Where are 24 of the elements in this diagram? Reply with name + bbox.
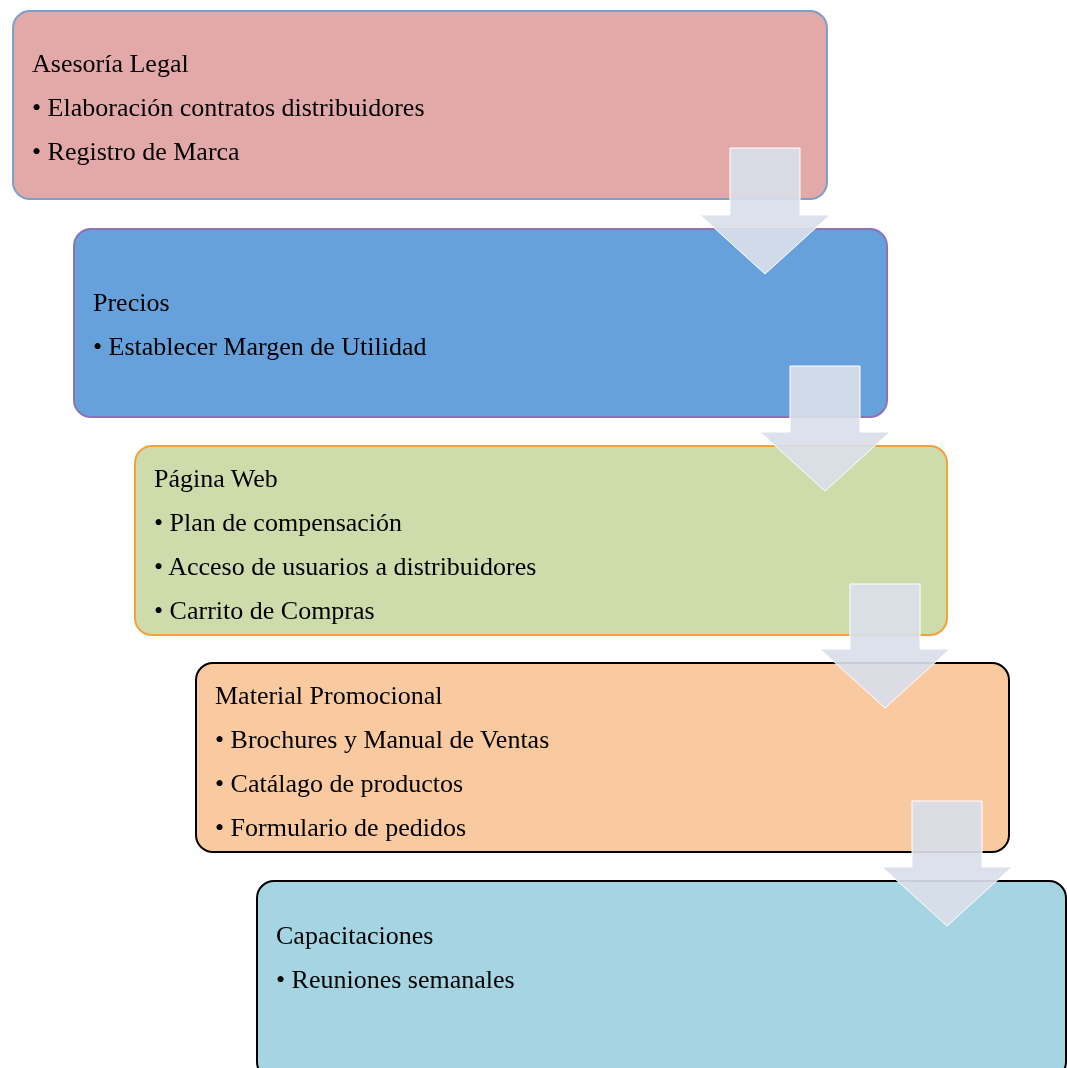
box-heading: Página Web bbox=[154, 463, 278, 495]
process-box bbox=[134, 445, 948, 636]
process-box bbox=[256, 880, 1067, 1068]
block-arrow bbox=[881, 800, 1013, 927]
bullet-item: • Establecer Margen de Utilidad bbox=[93, 331, 427, 363]
bullet-item: • Catálago de productos bbox=[215, 768, 464, 800]
box-heading: Material Promocional bbox=[215, 680, 443, 712]
block-arrow bbox=[699, 147, 831, 275]
box-heading: Precios bbox=[93, 287, 170, 319]
process-box bbox=[12, 10, 828, 200]
bullet-item: • Formulario de pedidos bbox=[215, 812, 466, 844]
block-arrow bbox=[759, 365, 891, 492]
process-box bbox=[73, 228, 888, 418]
bullet-item: • Acceso de usuarios a distribuidores bbox=[154, 551, 537, 583]
box-heading: Asesoría Legal bbox=[32, 48, 189, 80]
box-heading: Capacitaciones bbox=[276, 920, 434, 952]
bullet-item: • Carrito de Compras bbox=[154, 595, 375, 627]
bullet-item: • Elaboración contratos distribuidores bbox=[32, 92, 425, 124]
bullet-item: • Plan de compensación bbox=[154, 507, 403, 539]
bullet-item: • Brochures y Manual de Ventas bbox=[215, 724, 550, 756]
bullet-item: • Registro de Marca bbox=[32, 136, 240, 168]
bullet-item: • Reuniones semanales bbox=[276, 964, 515, 996]
process-box bbox=[195, 662, 1010, 853]
block-arrow bbox=[819, 583, 951, 709]
